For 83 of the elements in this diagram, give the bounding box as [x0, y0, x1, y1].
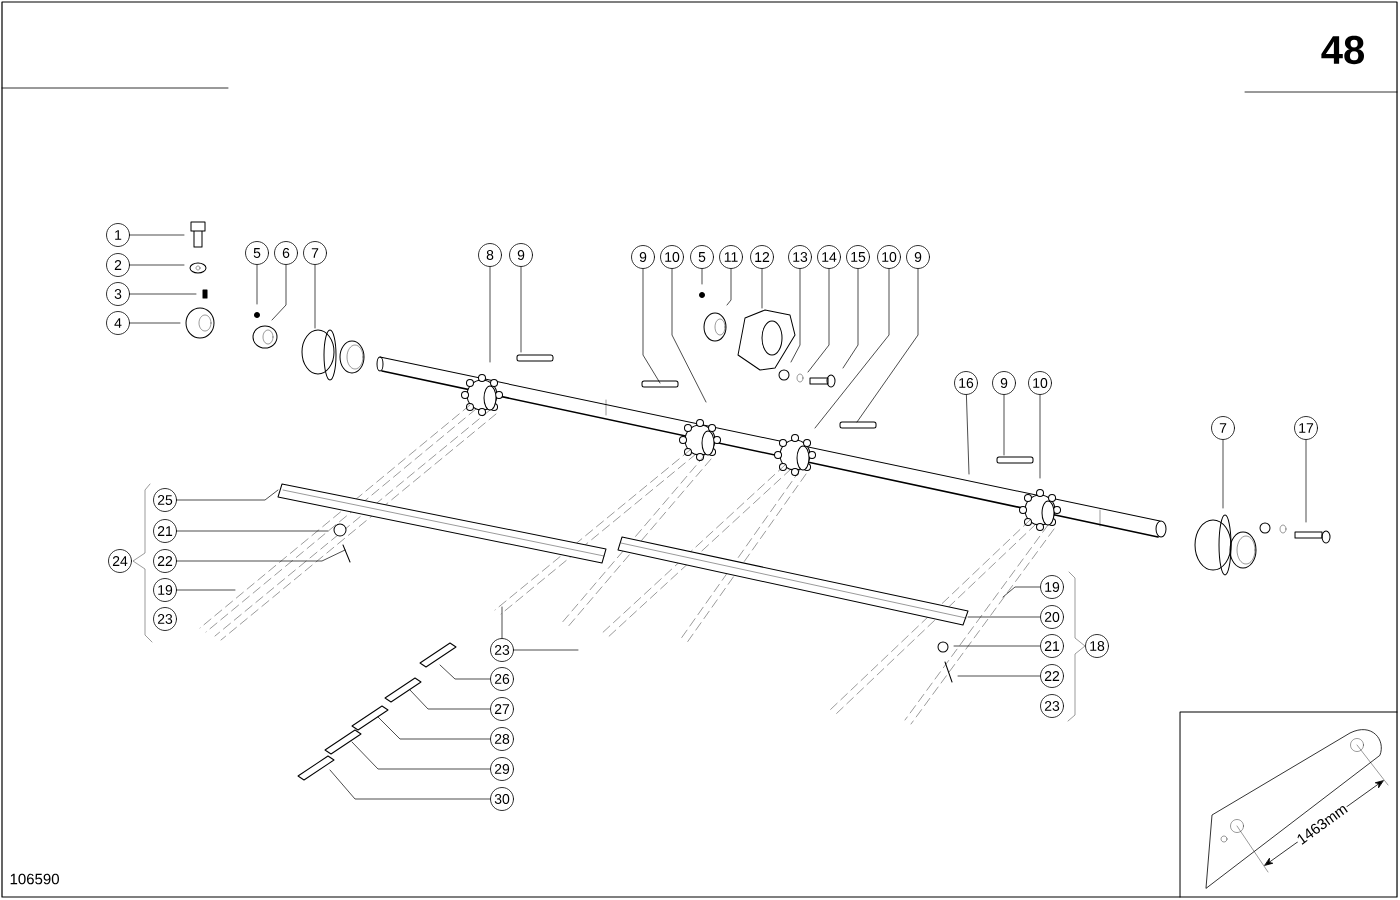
callout-number: 21: [1040, 634, 1064, 658]
callout-number: 1: [106, 223, 130, 247]
leader-line: [129, 322, 181, 324]
leader-line: [271, 264, 287, 321]
leader-line: [314, 264, 316, 329]
callout-number: 17: [1294, 416, 1318, 440]
leader-line: [377, 716, 491, 740]
callout-number: 27: [490, 697, 514, 721]
leader-line: [842, 268, 859, 369]
leader-line: [129, 293, 197, 295]
leader-line: [520, 266, 522, 353]
leader-line: [856, 268, 919, 423]
drawing-number: 106590: [10, 873, 59, 885]
leader-line: [439, 664, 491, 680]
leader-line: [256, 264, 258, 305]
leader-line: [701, 268, 703, 285]
leader-line: [726, 268, 732, 306]
callout-number: 29: [490, 757, 514, 781]
page-number: 48: [1321, 35, 1365, 65]
leader-line: [329, 769, 491, 800]
callout-number: 15: [846, 245, 870, 269]
leader-line: [176, 589, 236, 591]
callout-number: 3: [106, 282, 130, 306]
callout-number: 10: [1028, 371, 1052, 395]
callout-number: 9: [992, 371, 1016, 395]
callout-number: 18: [1085, 634, 1109, 658]
callout-number: 11: [719, 245, 743, 269]
callout-number: 14: [817, 245, 841, 269]
leader-line: [953, 645, 1041, 647]
callout-number: 9: [906, 245, 930, 269]
callout-number: 19: [1040, 575, 1064, 599]
leader-line: [409, 689, 491, 710]
leader-line: [129, 264, 185, 266]
leader-line: [501, 606, 503, 639]
callout-number: 2: [106, 253, 130, 277]
leader-line: [1222, 439, 1224, 509]
callout-number: 4: [106, 311, 130, 335]
callout-number: 9: [631, 245, 655, 269]
callout-number: 21: [153, 519, 177, 543]
callout-number: 12: [750, 245, 774, 269]
callout-number: 5: [690, 245, 714, 269]
callout-number: 20: [1040, 605, 1064, 629]
leader-line: [176, 530, 329, 532]
callout-number: 22: [1040, 664, 1064, 688]
callout-number: 23: [1040, 694, 1064, 718]
leader-line: [642, 268, 661, 384]
callout-number: 24: [108, 549, 132, 573]
leader-line: [489, 266, 491, 363]
callout-number: 8: [478, 243, 502, 267]
leader-line: [129, 234, 185, 236]
callout-number: 23: [490, 638, 514, 662]
callout-number: 23: [153, 607, 177, 631]
leader-line: [966, 394, 970, 475]
callout-number: 30: [490, 787, 514, 811]
leader-line: [1305, 439, 1307, 523]
callout-number: 25: [153, 488, 177, 512]
callout-number: 5: [245, 241, 269, 265]
callout-number: 22: [153, 549, 177, 573]
callout-number: 19: [153, 578, 177, 602]
leader-line: [1003, 394, 1005, 456]
leader-line: [814, 268, 890, 429]
leader-line: [957, 675, 1041, 677]
leader-line: [790, 268, 801, 363]
callout-number: 13: [788, 245, 812, 269]
leader-line: [761, 268, 763, 309]
leader-line: [671, 268, 707, 403]
leader-line: [513, 649, 579, 651]
leader-line: [1002, 586, 1041, 598]
leader-line: [351, 741, 491, 770]
leader-line: [176, 489, 279, 501]
callout-number: 16: [954, 371, 978, 395]
leader-line: [807, 268, 830, 373]
leader-line: [176, 549, 346, 562]
leader-line: [967, 616, 1041, 618]
callout-number: 9: [509, 243, 533, 267]
callout-number: 28: [490, 727, 514, 751]
callout-number: 26: [490, 667, 514, 691]
callout-number: 6: [274, 241, 298, 265]
callout-number: 10: [660, 245, 684, 269]
leader-line: [1039, 394, 1041, 479]
callout-number: 7: [303, 241, 327, 265]
callout-number: 10: [877, 245, 901, 269]
callout-number: 7: [1211, 416, 1235, 440]
